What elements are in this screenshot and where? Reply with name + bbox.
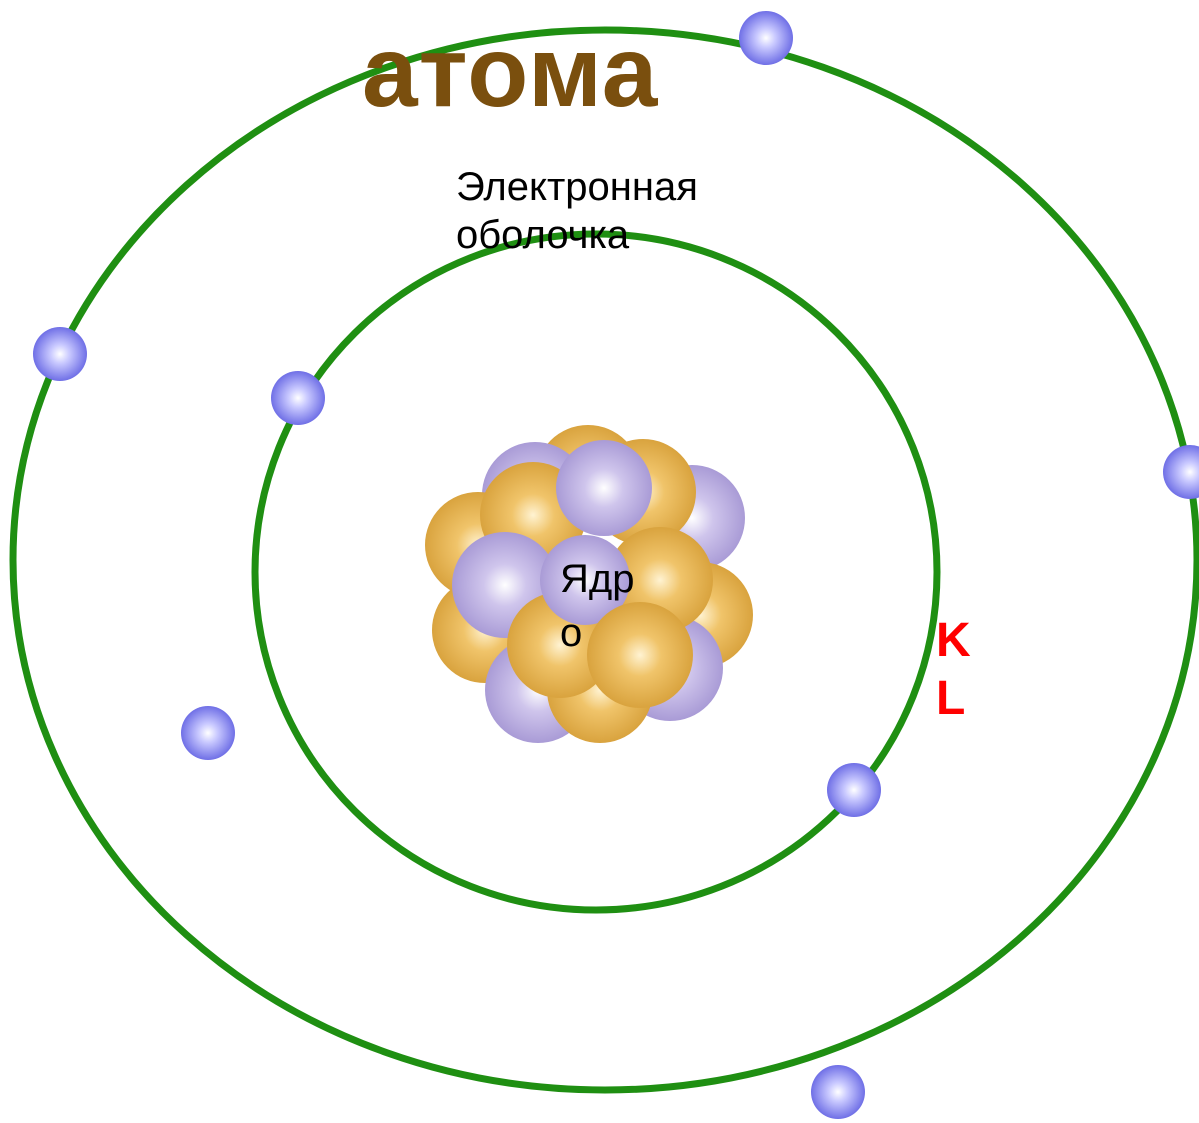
proton-sphere	[556, 440, 652, 536]
proton-sphere	[540, 535, 630, 625]
electron	[827, 763, 881, 817]
diagram-title: атома	[362, 16, 659, 128]
inner-orbit-K	[251, 230, 941, 914]
outer-orbit-L	[9, 26, 1199, 1094]
electron	[1163, 445, 1199, 499]
nucleus-label: Ядр о	[560, 557, 635, 655]
inner-orbit-electrons	[271, 371, 881, 817]
electron	[811, 1065, 865, 1119]
electron-shell-label: Электронная оболочка	[456, 165, 698, 257]
electron	[739, 11, 793, 65]
neutron-sphere	[587, 602, 693, 708]
nucleus	[425, 425, 753, 743]
electron	[271, 371, 325, 425]
outer-orbit-electrons	[33, 11, 1199, 1119]
shell-letters-label: K L	[936, 614, 971, 725]
electron	[181, 706, 235, 760]
electron	[33, 327, 87, 381]
